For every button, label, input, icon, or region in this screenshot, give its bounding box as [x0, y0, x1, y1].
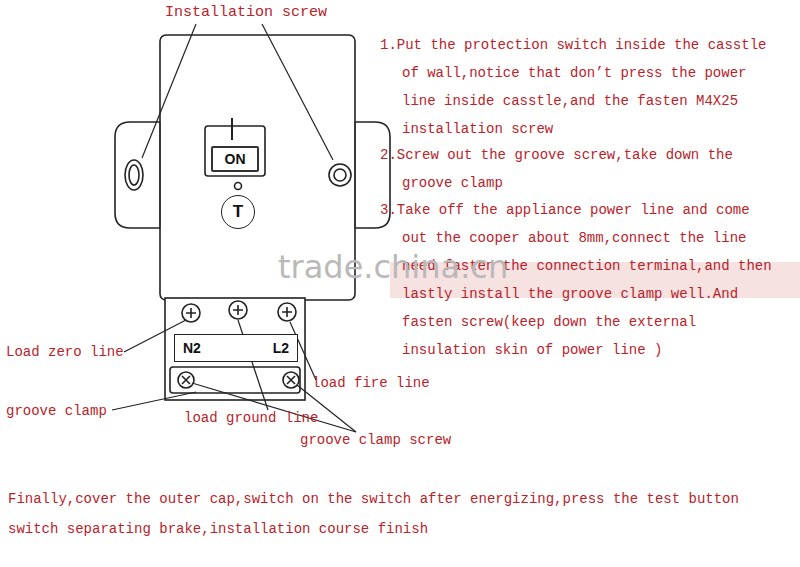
part-label: Load zero line: [6, 344, 146, 360]
part-label: Installation screw: [165, 4, 385, 21]
part-label: groove clamp screw: [300, 432, 480, 448]
watermark: trade.china.cn: [278, 248, 538, 286]
terminal-strip: N2 L2: [174, 334, 298, 362]
node-text: L2: [273, 340, 289, 356]
note-text: Finally,cover the outer cap,switch on th…: [8, 484, 788, 544]
part-label: groove clamp: [6, 403, 136, 419]
instruction-text: 1.Put the protection switch inside the c…: [402, 31, 778, 143]
node-text: ON: [225, 151, 246, 167]
switch-lever: ON: [211, 146, 259, 172]
part-label: load fire line: [312, 375, 462, 391]
node-text: T: [233, 202, 243, 222]
leader-lines: [112, 24, 356, 432]
part-label: load ground line: [184, 410, 344, 426]
node-text: N2: [183, 340, 201, 356]
terminal-block: [165, 298, 305, 400]
test-button: T: [221, 195, 255, 229]
instruction-text: 2.Screw out the groove screw,take down t…: [402, 141, 778, 197]
